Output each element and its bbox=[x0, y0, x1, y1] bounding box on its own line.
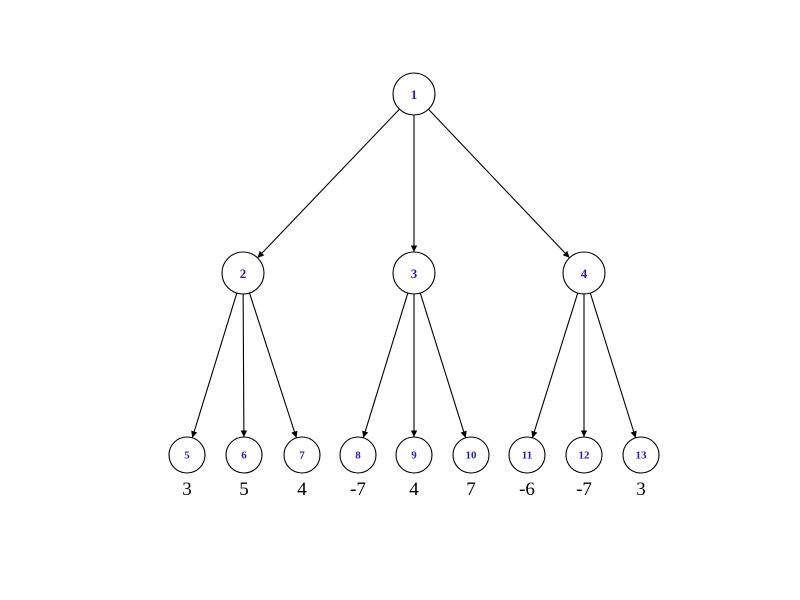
node-circle[interactable] bbox=[392, 251, 436, 295]
node-circle[interactable] bbox=[452, 436, 490, 474]
tree-node-1[interactable]: 1 bbox=[392, 72, 436, 116]
tree-node-11[interactable]: 11 bbox=[508, 436, 546, 474]
node-circle[interactable] bbox=[221, 251, 265, 295]
tree-edge bbox=[191, 292, 238, 438]
tree-node-12[interactable]: 12 bbox=[565, 436, 603, 474]
node-label: 8 bbox=[355, 450, 361, 462]
node-circle[interactable] bbox=[508, 436, 546, 474]
node-circle[interactable] bbox=[392, 72, 436, 116]
edge-arrowhead-icon bbox=[630, 430, 637, 438]
node-label: 4 bbox=[581, 266, 588, 281]
edge-arrowhead-icon bbox=[240, 430, 248, 437]
edge-arrowhead-icon bbox=[460, 430, 467, 438]
node-label: 10 bbox=[466, 450, 478, 462]
tree-edge bbox=[410, 294, 418, 437]
node-label: 1 bbox=[411, 87, 418, 102]
node-label: 2 bbox=[240, 266, 247, 281]
edge-arrowhead-icon bbox=[291, 430, 298, 438]
edge-arrowhead-icon bbox=[562, 250, 570, 258]
leaf-value: -7 bbox=[576, 479, 592, 500]
node-circle[interactable] bbox=[168, 436, 206, 474]
tree-node-4[interactable]: 4 bbox=[562, 251, 606, 295]
leaf-value: 7 bbox=[466, 479, 476, 500]
leaf-value: 4 bbox=[297, 479, 307, 500]
tree-node-10[interactable]: 10 bbox=[452, 436, 490, 474]
node-circle[interactable] bbox=[283, 436, 321, 474]
edge-arrowhead-icon bbox=[410, 430, 418, 437]
tree-edge bbox=[580, 294, 588, 437]
tree-edge bbox=[410, 115, 418, 252]
tree-edge bbox=[248, 292, 298, 439]
node-circle[interactable] bbox=[562, 251, 606, 295]
tree-edge bbox=[240, 293, 248, 438]
edge-arrowhead-icon bbox=[580, 430, 588, 437]
node-label: 3 bbox=[411, 266, 418, 281]
leaf-value: 4 bbox=[409, 479, 419, 500]
leaf-value: -6 bbox=[519, 479, 535, 500]
node-circle[interactable] bbox=[225, 436, 263, 474]
leaf-value: 3 bbox=[182, 479, 192, 500]
node-label: 13 bbox=[636, 450, 648, 462]
tree-node-8[interactable]: 8 bbox=[339, 436, 377, 474]
leaf-value: 3 bbox=[636, 479, 646, 500]
tree-edge bbox=[257, 108, 400, 259]
tree-node-7[interactable]: 7 bbox=[283, 436, 321, 474]
node-label: 7 bbox=[299, 450, 305, 462]
leaf-value: 5 bbox=[239, 479, 249, 500]
leaf-values-group: 3 5 4 -7 4 7 -6 -7 3 bbox=[182, 479, 646, 500]
node-circle[interactable] bbox=[622, 436, 660, 474]
edge-arrowhead-icon bbox=[531, 430, 538, 438]
node-label: 5 bbox=[184, 450, 190, 462]
tree-node-3[interactable]: 3 bbox=[392, 251, 436, 295]
edge-arrowhead-icon bbox=[191, 430, 198, 438]
node-label: 9 bbox=[411, 450, 417, 462]
tree-node-13[interactable]: 13 bbox=[622, 436, 660, 474]
tree-node-5[interactable]: 5 bbox=[168, 436, 206, 474]
node-circle[interactable] bbox=[565, 436, 603, 474]
tree-edge bbox=[419, 292, 467, 438]
node-label: 11 bbox=[522, 450, 532, 462]
tree-edge bbox=[531, 292, 579, 438]
node-circle[interactable] bbox=[339, 436, 377, 474]
tree-edge bbox=[362, 292, 409, 438]
tree-edge bbox=[589, 292, 637, 438]
node-circle[interactable] bbox=[395, 436, 433, 474]
tree-node-6[interactable]: 6 bbox=[225, 436, 263, 474]
edge-arrowhead-icon bbox=[257, 250, 265, 258]
edge-arrowhead-icon bbox=[410, 245, 418, 252]
leaf-value: -7 bbox=[350, 479, 366, 500]
edge-arrowhead-icon bbox=[362, 430, 369, 438]
tree-node-9[interactable]: 9 bbox=[395, 436, 433, 474]
node-label: 6 bbox=[241, 450, 247, 462]
edges-group bbox=[191, 108, 637, 439]
tree-edge bbox=[428, 108, 570, 259]
node-label: 12 bbox=[579, 450, 591, 462]
tree-node-2[interactable]: 2 bbox=[221, 251, 265, 295]
